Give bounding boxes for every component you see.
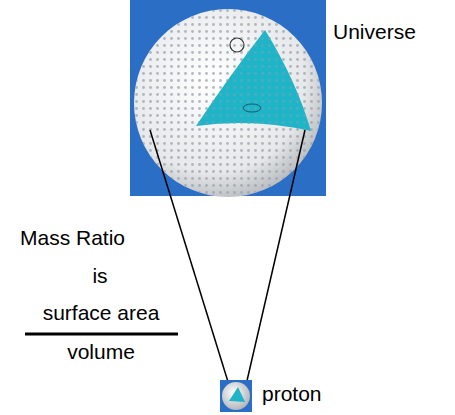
fraction-bar: [25, 333, 178, 336]
proton-label: proton: [262, 382, 322, 406]
ratio-connector: is: [92, 264, 107, 288]
proton-sphere: [222, 382, 250, 410]
projection-line: [246, 130, 305, 385]
proton-wedge: [229, 387, 245, 402]
universe-label: Universe: [333, 20, 416, 44]
cutaway-wedge: [196, 30, 311, 131]
wedge-texture: [196, 30, 311, 131]
proton-backdrop: [220, 380, 252, 412]
projection-line: [150, 130, 229, 385]
sphere-dots: [130, 5, 326, 201]
ratio-heading: Mass Ratio: [20, 226, 125, 250]
ratio-denominator: volume: [67, 340, 135, 364]
surface-marker: [230, 38, 244, 52]
ratio-numerator: surface area: [43, 301, 160, 325]
wedge-marker: [243, 104, 261, 112]
